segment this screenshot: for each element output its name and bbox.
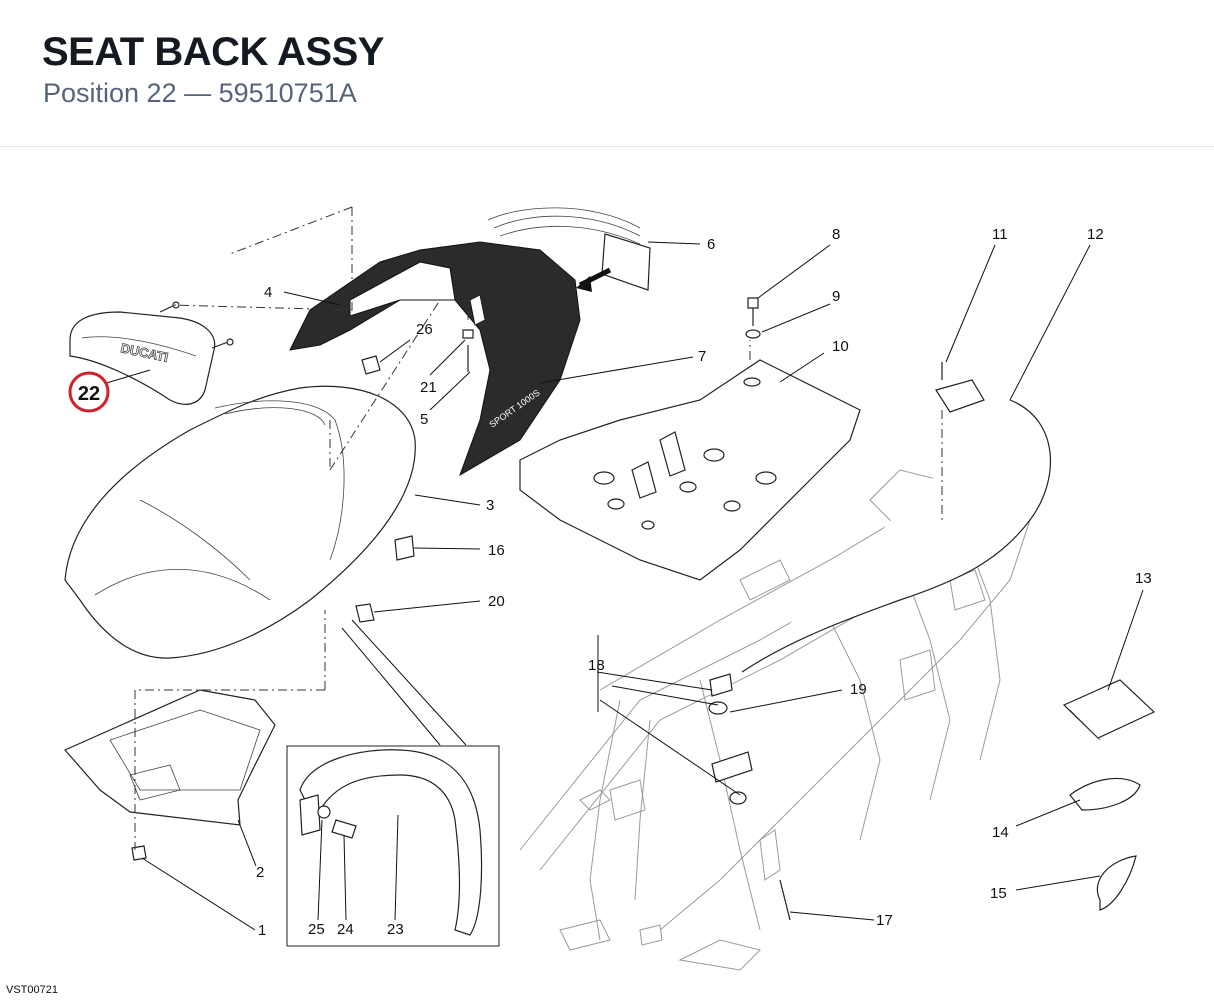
- callout-10: 10: [832, 338, 849, 355]
- callout-21: 21: [420, 379, 437, 396]
- seat-pad-part[interactable]: [1069, 777, 1141, 811]
- under-tray-part[interactable]: [64, 689, 276, 826]
- callout-23: 23: [387, 921, 404, 938]
- callout-18: 18: [588, 657, 605, 674]
- callout-15: 15: [990, 885, 1007, 902]
- callout-16: 16: [488, 542, 505, 559]
- highlight-number: 22: [78, 383, 100, 405]
- callout-17: 17: [876, 912, 893, 929]
- highlighted-callout-22[interactable]: 22: [68, 371, 110, 413]
- callout-3: 3: [486, 497, 494, 514]
- rear-subframe: [519, 469, 1031, 971]
- grab-handle-inset: [286, 745, 500, 947]
- callout-8: 8: [832, 226, 840, 243]
- decal-part[interactable]: [487, 207, 651, 292]
- helmet-cable-part[interactable]: [1096, 855, 1137, 911]
- callout-7: 7: [698, 348, 706, 365]
- seat-back-cover-part[interactable]: DUCATI: [69, 301, 234, 405]
- callout-13: 13: [1135, 570, 1152, 587]
- callout-14: 14: [992, 824, 1009, 841]
- callout-20: 20: [488, 593, 505, 610]
- callout-12: 12: [1087, 226, 1104, 243]
- callout-25: 25: [308, 921, 325, 938]
- callout-5: 5: [420, 411, 428, 428]
- seat-release-cable[interactable]: [741, 399, 1052, 673]
- page-title: SEAT BACK ASSY: [42, 30, 384, 74]
- tail-fairing-part[interactable]: SPORT 1000S: [289, 241, 581, 477]
- callout-labels: 1 2 3 4 5 6 7 8 9 10 11 12 13 14 15 16 1…: [256, 226, 1152, 939]
- highlight-ring: [68, 371, 110, 413]
- callout-26: 26: [416, 321, 433, 338]
- callout-4: 4: [264, 284, 272, 301]
- owner-manual-part[interactable]: [1062, 679, 1156, 741]
- page-subtitle: Position 22 — 59510751A: [43, 78, 357, 108]
- callout-6: 6: [707, 236, 715, 253]
- callout-11: 11: [992, 226, 1008, 243]
- callout-2: 2: [256, 864, 264, 881]
- seat-plate-part[interactable]: [519, 359, 861, 581]
- page-header: SEAT BACK ASSY Position 22 — 59510751A: [0, 0, 1214, 147]
- callout-9: 9: [832, 288, 840, 305]
- diagram-code: VST00721: [6, 984, 58, 996]
- callout-19: 19: [850, 681, 867, 698]
- callout-1: 1: [258, 922, 266, 939]
- leader-lines: [102, 241, 1144, 931]
- assembly-guide-lines: [134, 206, 943, 850]
- rider-seat-part[interactable]: [64, 385, 416, 659]
- callout-24: 24: [337, 921, 354, 938]
- fasteners: [131, 297, 985, 921]
